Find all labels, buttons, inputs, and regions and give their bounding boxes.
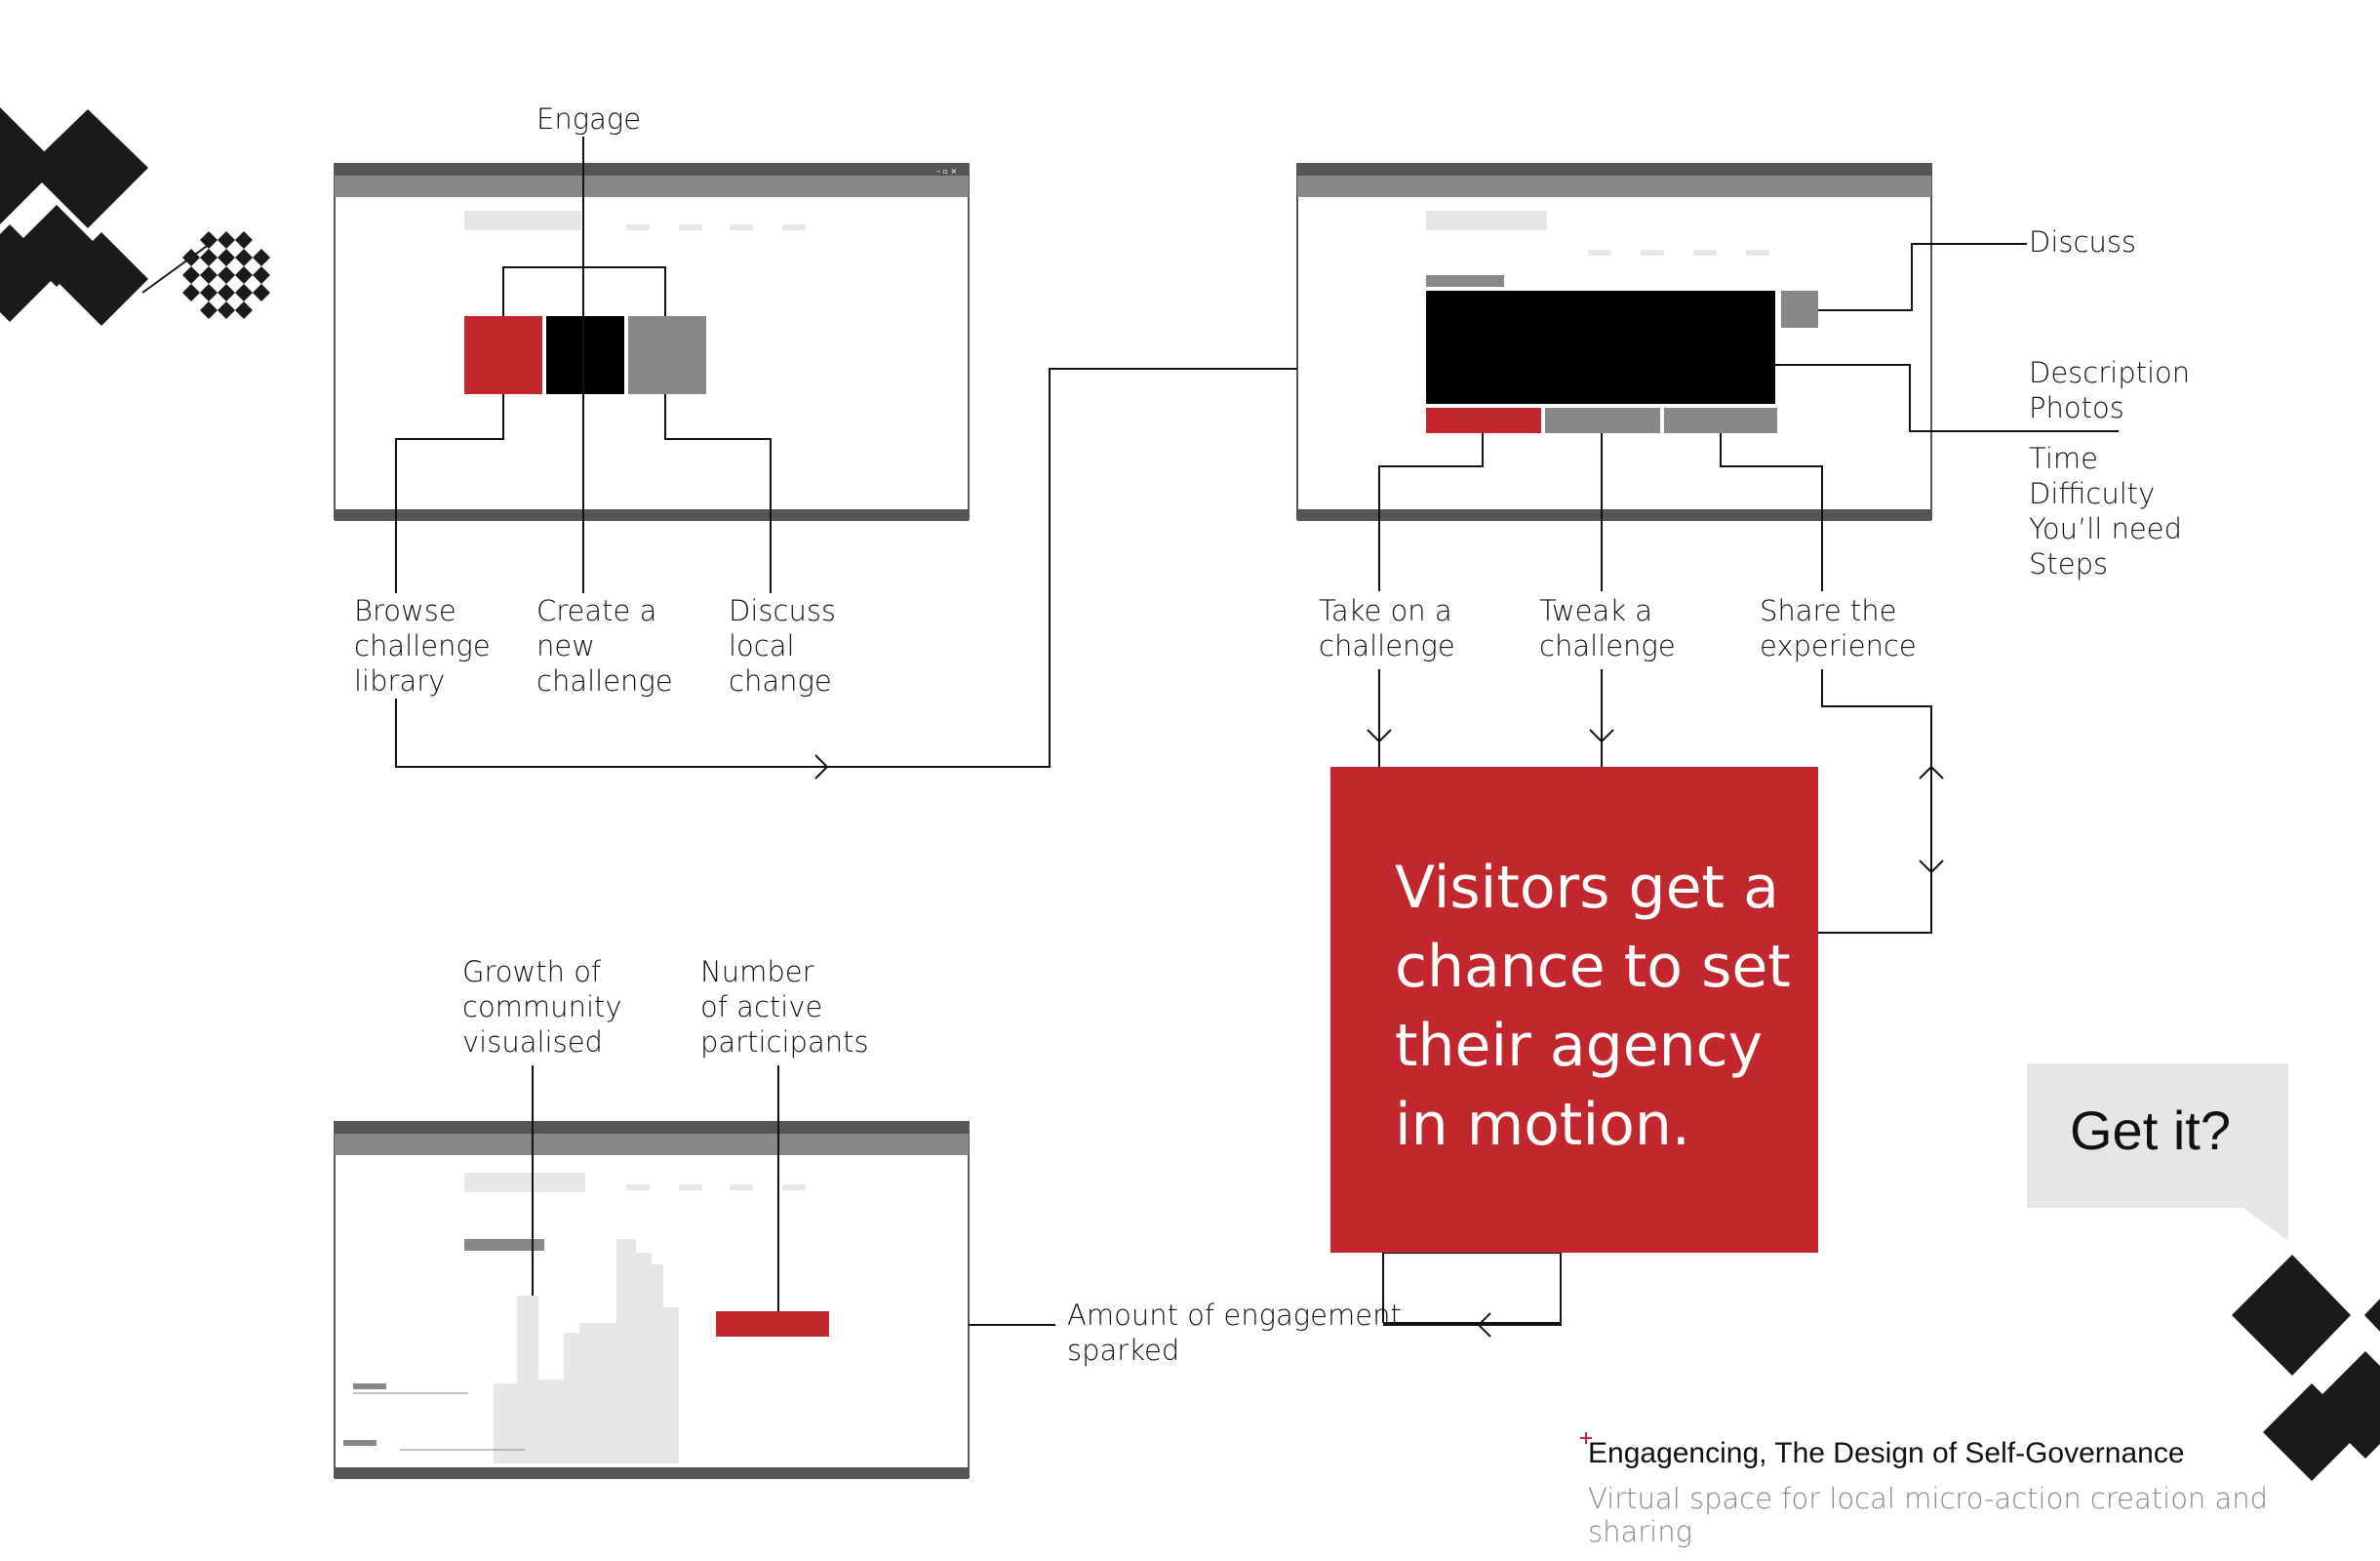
label-discuss: Discuss bbox=[2029, 225, 2137, 259]
challenge-media-block bbox=[1426, 291, 1775, 404]
label-engage: Engage bbox=[536, 102, 642, 136]
community-growth-chart bbox=[494, 1239, 679, 1463]
checkered-flag-icon bbox=[182, 231, 270, 319]
checker-square bbox=[218, 231, 235, 249]
decorative-diamonds-top-left bbox=[0, 107, 211, 326]
checker-square bbox=[218, 266, 235, 284]
checker-square bbox=[200, 301, 218, 319]
checker-square bbox=[200, 284, 218, 301]
checker-square bbox=[235, 284, 253, 301]
label-discuss-local: Discuss local change bbox=[729, 594, 837, 698]
browse-tile[interactable] bbox=[464, 316, 542, 394]
sparkle-icon bbox=[1580, 1432, 1592, 1444]
checker-square bbox=[182, 284, 200, 301]
label-number: Number of active participants bbox=[700, 955, 869, 1059]
svg-text:– ▫ ×: – ▫ × bbox=[936, 167, 957, 176]
checker-square bbox=[182, 249, 200, 266]
speech-bubble bbox=[2027, 1063, 2288, 1241]
label-share: Share the experience bbox=[1760, 594, 1917, 662]
checker-square bbox=[200, 231, 218, 249]
take-on-button[interactable] bbox=[1426, 408, 1541, 433]
checker-square bbox=[218, 249, 235, 266]
label-growth: Growth of community visualised bbox=[462, 955, 622, 1059]
label-amount: Amount of engagement sparked bbox=[1067, 1299, 1402, 1367]
bubble-text: Get it? bbox=[2070, 1100, 2231, 1161]
checker-square bbox=[200, 266, 218, 284]
message-box-overlay bbox=[1330, 767, 1818, 1253]
checker-square bbox=[218, 301, 235, 319]
checker-square bbox=[235, 266, 253, 284]
checker-square bbox=[253, 284, 270, 301]
create-tile[interactable] bbox=[546, 316, 624, 394]
checker-square bbox=[235, 249, 253, 266]
footer-subtitle: Virtual space for local micro-action cre… bbox=[1588, 1482, 2269, 1548]
main-message: Visitors get a chance to set their agenc… bbox=[1395, 854, 1791, 1159]
checker-square bbox=[218, 284, 235, 301]
active-participants-bar bbox=[716, 1311, 829, 1337]
label-take-on: Take on a challenge bbox=[1319, 594, 1455, 662]
checker-square bbox=[253, 266, 270, 284]
decorative-diamonds-bottom-right bbox=[2232, 1255, 2380, 1481]
checker-square bbox=[253, 249, 270, 266]
window-engage: – ▫ × bbox=[334, 163, 970, 521]
discuss-tile[interactable] bbox=[628, 316, 706, 394]
discuss-button[interactable] bbox=[1781, 291, 1818, 328]
share-button[interactable] bbox=[1664, 408, 1777, 433]
label-create: Create a new challenge bbox=[536, 594, 673, 698]
tweak-button[interactable] bbox=[1545, 408, 1660, 433]
label-description-photos: Description Photos bbox=[2029, 356, 2191, 424]
checker-square bbox=[235, 231, 253, 249]
label-time-steps: Time Difficulty You’ll need Steps bbox=[2029, 442, 2183, 580]
checker-square bbox=[235, 301, 253, 319]
checker-square bbox=[182, 266, 200, 284]
window-community-stats bbox=[334, 1121, 970, 1479]
footer-title: Engagencing, The Design of Self-Governan… bbox=[1588, 1437, 2185, 1469]
checker-square bbox=[200, 249, 218, 266]
label-tweak: Tweak a challenge bbox=[1539, 594, 1676, 662]
label-browse: Browse challenge library bbox=[354, 594, 491, 698]
engagement-connector bbox=[1383, 1253, 1562, 1338]
window-challenge-detail bbox=[1296, 163, 1932, 521]
